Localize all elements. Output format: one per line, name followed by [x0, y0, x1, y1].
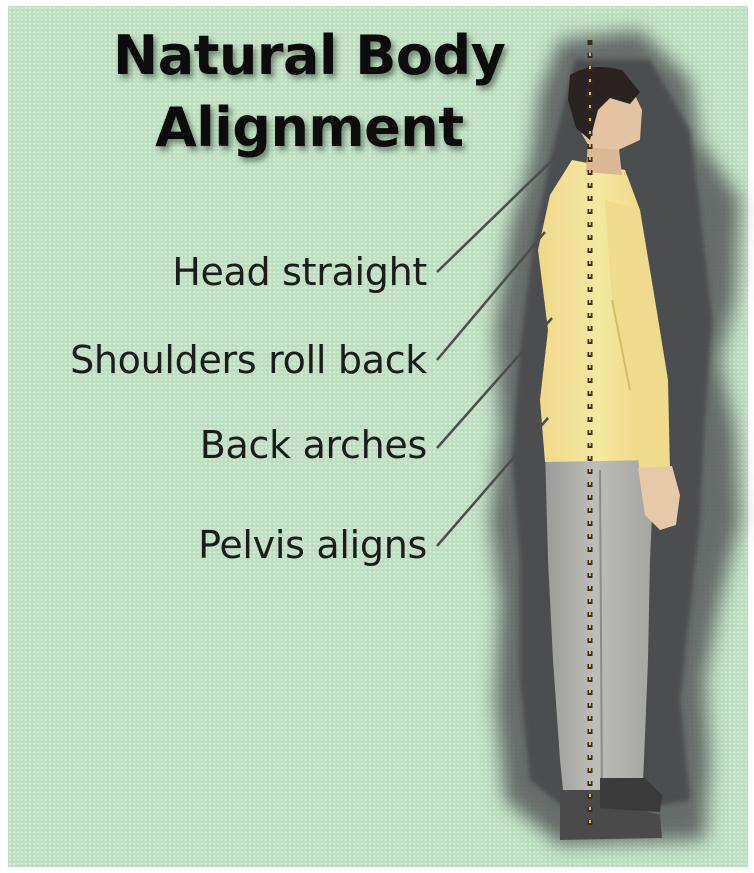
label-pelvis-aligns: Pelvis aligns	[198, 523, 427, 567]
label-shoulders-roll-back: Shoulders roll back	[70, 338, 427, 382]
pants	[545, 448, 655, 810]
label-head-straight: Head straight	[172, 250, 427, 294]
title-line-1: Natural Body	[113, 24, 505, 87]
title-line-2: Alignment	[155, 96, 464, 159]
label-back-arches: Back arches	[200, 423, 427, 467]
